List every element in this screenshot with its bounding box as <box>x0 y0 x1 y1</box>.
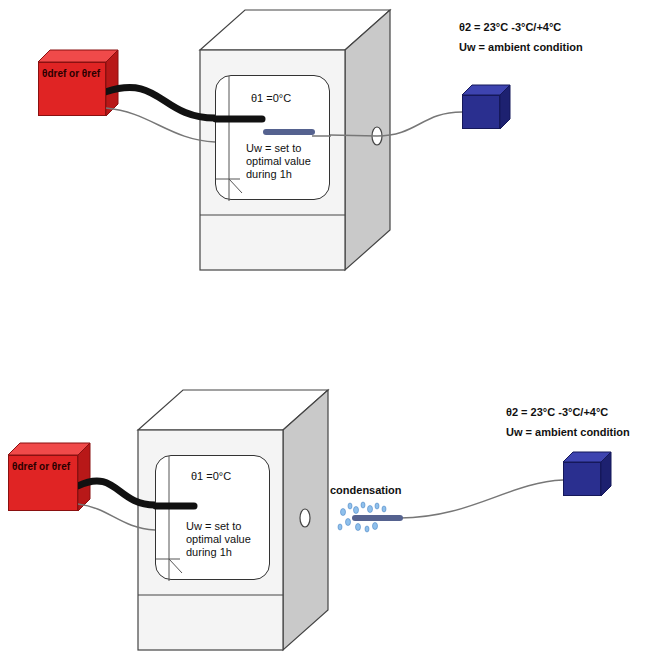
shelf-line <box>229 76 230 201</box>
condensation-label: condensation <box>330 484 402 496</box>
reference-thermometer: θdref or θref <box>38 62 106 116</box>
shelf-line <box>169 559 182 573</box>
temperature-condition: θ2 = 23°C -3°C/+4°C <box>506 406 608 419</box>
temperature-setpoint: θ1 =0°C <box>191 470 271 483</box>
climate-chamber <box>138 390 328 650</box>
reference-thermometer: θdref or θref <box>8 455 78 511</box>
cable <box>106 87 215 118</box>
shelf-line <box>229 179 242 193</box>
cable <box>156 503 194 510</box>
chamber-window: θ1 =0°C Uw = set to optimal value during … <box>215 75 330 200</box>
humidity-condition: Uw = ambient condition <box>506 426 630 439</box>
cable <box>216 116 262 123</box>
cable <box>78 481 155 505</box>
device-label: θdref or θref <box>12 461 70 473</box>
hygrometer-box: θ2 = 23°C -3°C/+4°CUw = ambient conditio… <box>462 95 500 129</box>
humidity-probe <box>266 129 312 135</box>
sensor-wire <box>312 135 331 137</box>
condensation-droplets <box>338 502 386 532</box>
temperature-condition: θ2 = 23°C -3°C/+4°C <box>459 21 561 34</box>
shelf-line <box>156 559 180 560</box>
sensor-wire <box>78 504 155 530</box>
temperature-setpoint: θ1 =0°C <box>251 92 331 105</box>
device-label: θdref or θref <box>42 68 100 80</box>
shelf-line <box>169 456 170 581</box>
sensor-wire <box>400 480 563 518</box>
humidity-setpoint: Uw = set to optimal value during 1h <box>246 142 328 182</box>
humidity-setpoint: Uw = set to optimal value during 1h <box>186 520 268 560</box>
humidity-condition: Uw = ambient condition <box>459 41 583 54</box>
sensor-wire <box>330 112 462 136</box>
shelf-line <box>216 179 240 180</box>
chamber-window: θ1 =0°C Uw = set to optimal value during … <box>155 455 270 580</box>
humidity-probe <box>355 515 400 521</box>
reference-thermometer <box>8 50 118 511</box>
hygrometer-box: θ2 = 23°C -3°C/+4°CUw = ambient conditio… <box>563 462 601 496</box>
climate-chamber <box>200 10 390 270</box>
